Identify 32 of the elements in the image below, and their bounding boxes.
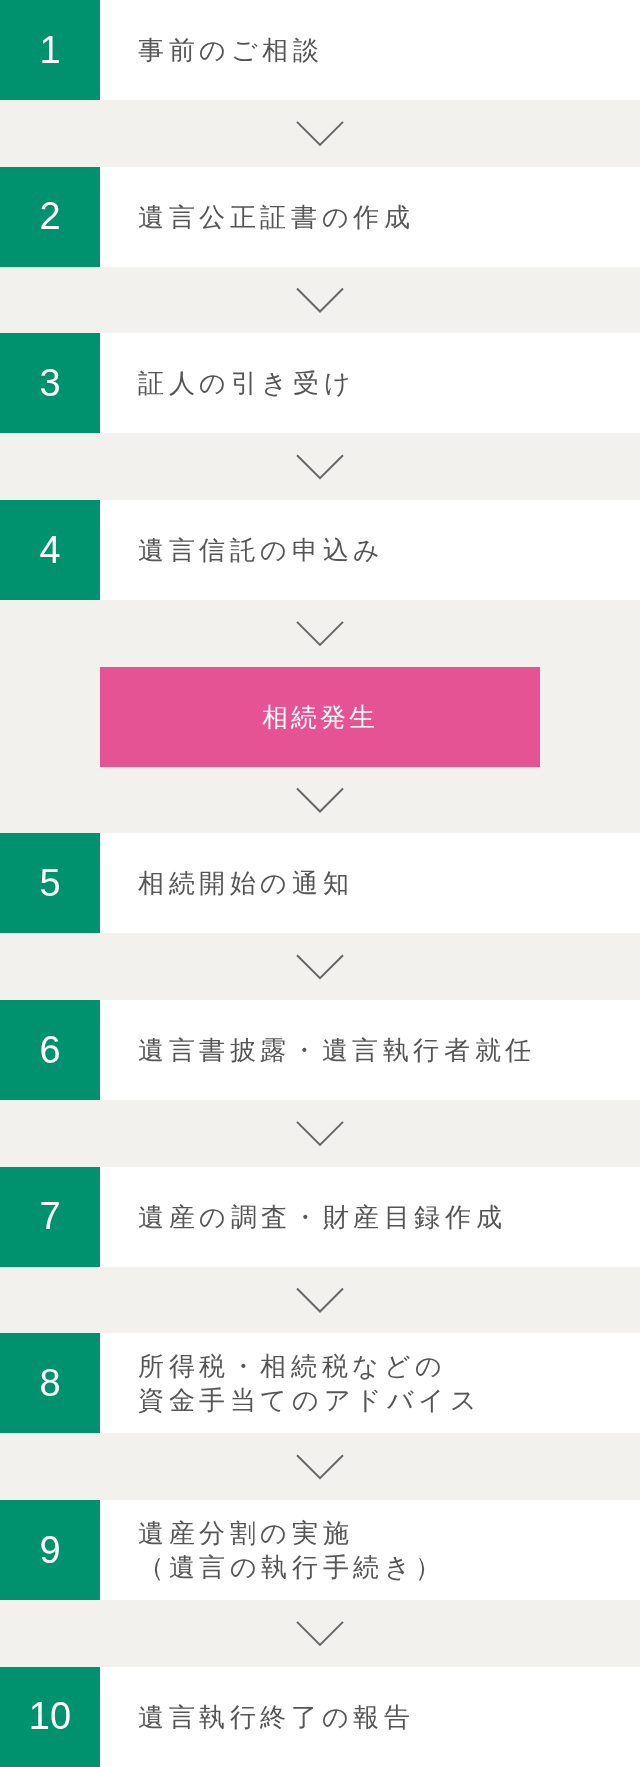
step-row bbox=[0, 1666, 640, 1767]
step-row bbox=[0, 166, 640, 267]
step-title: 証人の引き受け bbox=[138, 367, 356, 401]
step-title: 遺産分割の実施（遺言の執行手続き） bbox=[138, 1517, 446, 1584]
event-label: 相続発生 bbox=[262, 700, 378, 734]
step-number: 8 bbox=[0, 1333, 100, 1434]
step-number: 9 bbox=[0, 1500, 100, 1600]
event-box bbox=[100, 666, 540, 767]
step-title: 事前のご相談 bbox=[138, 34, 324, 67]
step-title: 所得税・相続税などの資金手当てのアドバイス bbox=[138, 1350, 482, 1418]
step-row bbox=[0, 0, 640, 100]
step-number: 6 bbox=[0, 1000, 100, 1100]
step-row bbox=[0, 833, 640, 934]
step-number: 10 bbox=[0, 1666, 100, 1767]
step-title: 遺言信託の申込み bbox=[138, 534, 385, 567]
step-row bbox=[0, 1333, 640, 1434]
step-title: 相続開始の通知 bbox=[138, 867, 354, 901]
step-title: 遺産の調査・財産目録作成 bbox=[138, 1200, 507, 1234]
step-row bbox=[0, 1166, 640, 1267]
step-number: 4 bbox=[0, 500, 100, 600]
step-title: 遺言書披露・遺言執行者就任 bbox=[138, 1034, 536, 1067]
step-title: 遺言執行終了の報告 bbox=[138, 1700, 415, 1734]
step-row bbox=[0, 333, 640, 434]
step-row bbox=[0, 1000, 640, 1100]
step-title: 遺言公正証書の作成 bbox=[138, 200, 415, 234]
step-number: 2 bbox=[0, 166, 100, 267]
step-row bbox=[0, 500, 640, 600]
step-number: 7 bbox=[0, 1166, 100, 1267]
step-number: 5 bbox=[0, 833, 100, 934]
step-number: 3 bbox=[0, 333, 100, 434]
step-number: 1 bbox=[0, 0, 100, 100]
step-row bbox=[0, 1500, 640, 1600]
